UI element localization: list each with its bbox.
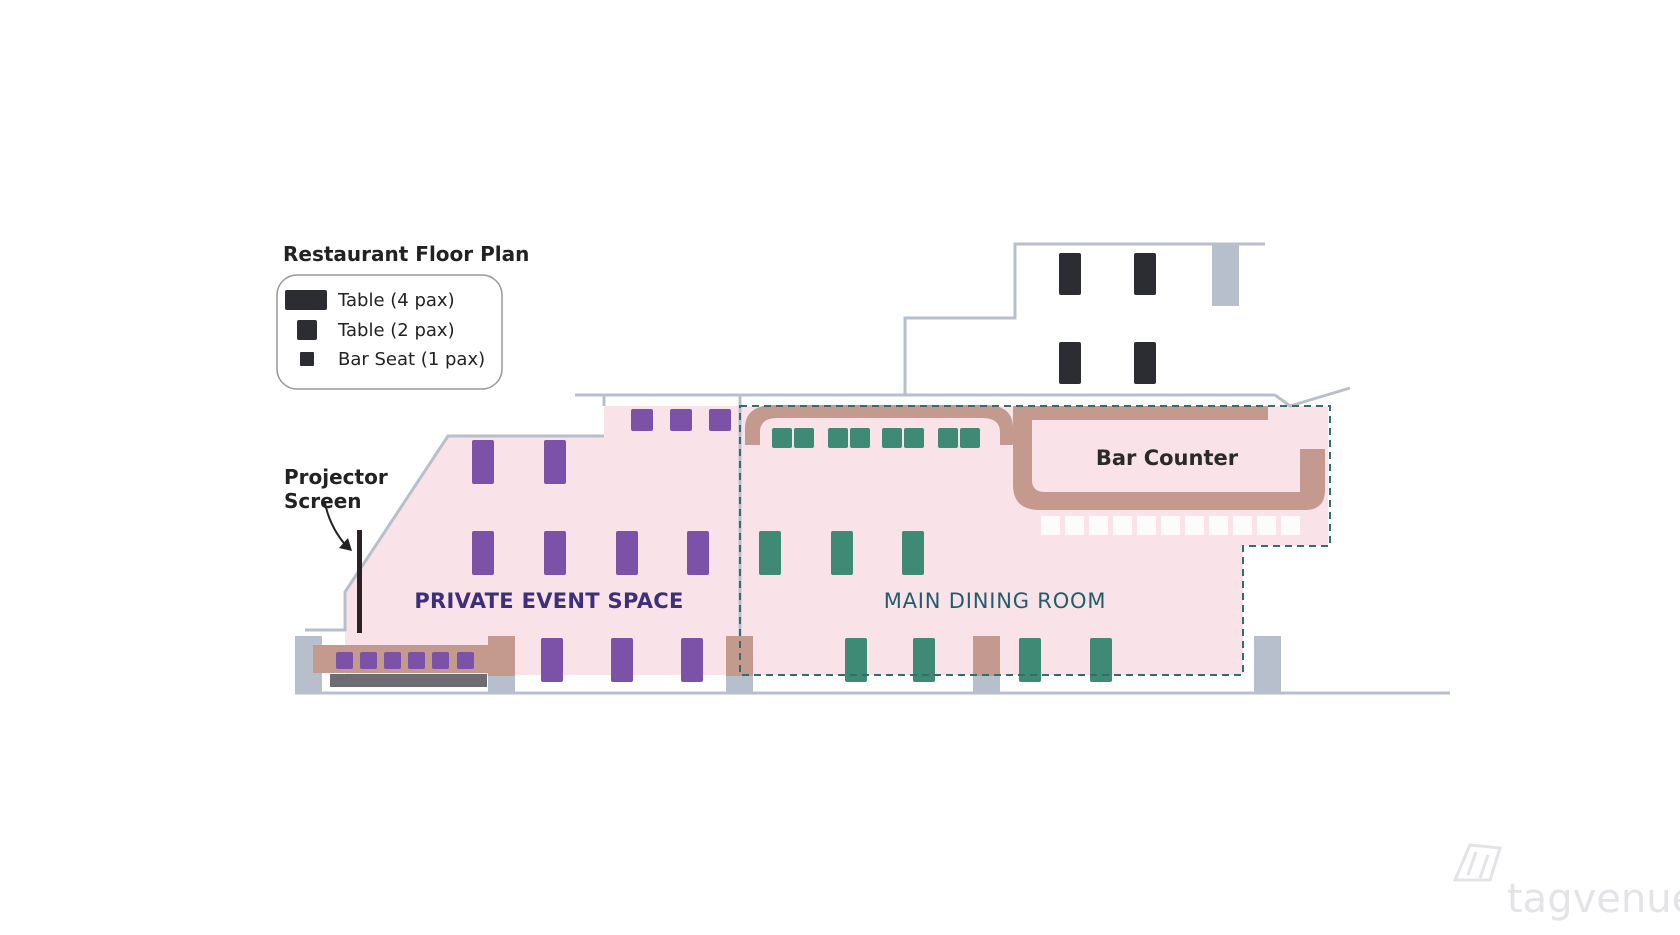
watermark-text: tagvenue — [1507, 876, 1680, 922]
banquette-private — [488, 636, 515, 676]
bar-seat — [1041, 516, 1060, 535]
table-4-pax — [472, 440, 494, 484]
legend-box — [276, 274, 503, 390]
bar-seats — [1041, 516, 1300, 535]
bar-seat — [1185, 516, 1204, 535]
table-2-pax — [882, 428, 902, 448]
legend-label-bar-seat: Bar Seat (1 pax) — [338, 349, 485, 370]
bar-seat — [457, 652, 474, 669]
bar-seat — [336, 652, 353, 669]
bar-seat — [1113, 516, 1132, 535]
legend-title: Restaurant Floor Plan — [283, 242, 529, 266]
bar-seat — [1209, 516, 1228, 535]
main-dining-room-label: MAIN DINING ROOM — [884, 589, 1107, 613]
bar-seat — [1137, 516, 1156, 535]
table-4-pax — [611, 638, 633, 682]
bar-seat — [360, 652, 377, 669]
bar-seat — [384, 652, 401, 669]
projector-label-line2: Screen — [284, 489, 362, 513]
table-4-pax — [1059, 253, 1081, 295]
legend: Restaurant Floor Plan Table (4 pax) Tabl… — [276, 242, 529, 390]
table-4-pax — [1134, 253, 1156, 295]
table-4-pax — [541, 638, 563, 682]
table-4-pax — [759, 531, 781, 575]
column — [1212, 244, 1239, 306]
table-4-pax — [681, 638, 703, 682]
curved-banquette — [745, 405, 1013, 445]
table-4-pax — [913, 638, 935, 682]
table-4-pax — [472, 531, 494, 575]
projector-screen — [357, 530, 362, 633]
table-2-pax — [709, 409, 731, 431]
bar-seat — [1065, 516, 1084, 535]
legend-swatch-table-2 — [297, 320, 317, 340]
column — [1254, 636, 1281, 693]
bar-seat — [432, 652, 449, 669]
right-wall — [1274, 386, 1351, 408]
upper-room-wall — [903, 242, 1265, 395]
projector-label-line1: Projector — [284, 465, 388, 489]
table-2-pax — [904, 428, 924, 448]
table-2-pax — [828, 428, 848, 448]
bar-seat — [408, 652, 425, 669]
projector-stand — [330, 674, 487, 687]
watermark: tagvenue — [1452, 843, 1680, 922]
bar-seat — [1281, 516, 1300, 535]
tables — [336, 253, 1156, 682]
table-2-pax — [850, 428, 870, 448]
projector-arrowhead-icon — [339, 538, 352, 551]
legend-swatch-table-4 — [285, 290, 327, 310]
table-4-pax — [544, 531, 566, 575]
main-dining-room-boundary — [739, 405, 1331, 676]
table-4-pax — [902, 531, 924, 575]
legend-label-table-4: Table (4 pax) — [337, 290, 455, 311]
exterior-wall-left — [305, 434, 604, 632]
bar-seat — [1089, 516, 1108, 535]
legend-label-table-2: Table (2 pax) — [337, 320, 455, 341]
bar-counter — [1013, 406, 1325, 510]
banquette-dining — [973, 636, 1000, 676]
table-4-pax — [831, 531, 853, 575]
table-2-pax — [772, 428, 792, 448]
private-event-space-label: PRIVATE EVENT SPACE — [414, 589, 683, 613]
bar-seat — [1257, 516, 1276, 535]
bar-seat — [1233, 516, 1252, 535]
tagvenue-logo-icon — [1452, 843, 1502, 882]
table-4-pax — [544, 440, 566, 484]
table-4-pax — [845, 638, 867, 682]
table-2-pax — [631, 409, 653, 431]
table-2-pax — [670, 409, 692, 431]
table-4-pax — [1090, 638, 1112, 682]
table-4-pax — [616, 531, 638, 575]
table-4-pax — [1134, 342, 1156, 384]
table-4-pax — [1059, 342, 1081, 384]
table-4-pax — [687, 531, 709, 575]
projector-screen-label: Projector Screen — [284, 465, 395, 513]
bar-seat — [1161, 516, 1180, 535]
table-2-pax — [794, 428, 814, 448]
table-2-pax — [938, 428, 958, 448]
legend-swatch-bar-seat — [300, 352, 314, 366]
table-2-pax — [960, 428, 980, 448]
bar-counter-label: Bar Counter — [1096, 446, 1239, 470]
table-4-pax — [1019, 638, 1041, 682]
private-event-floor — [345, 406, 740, 675]
